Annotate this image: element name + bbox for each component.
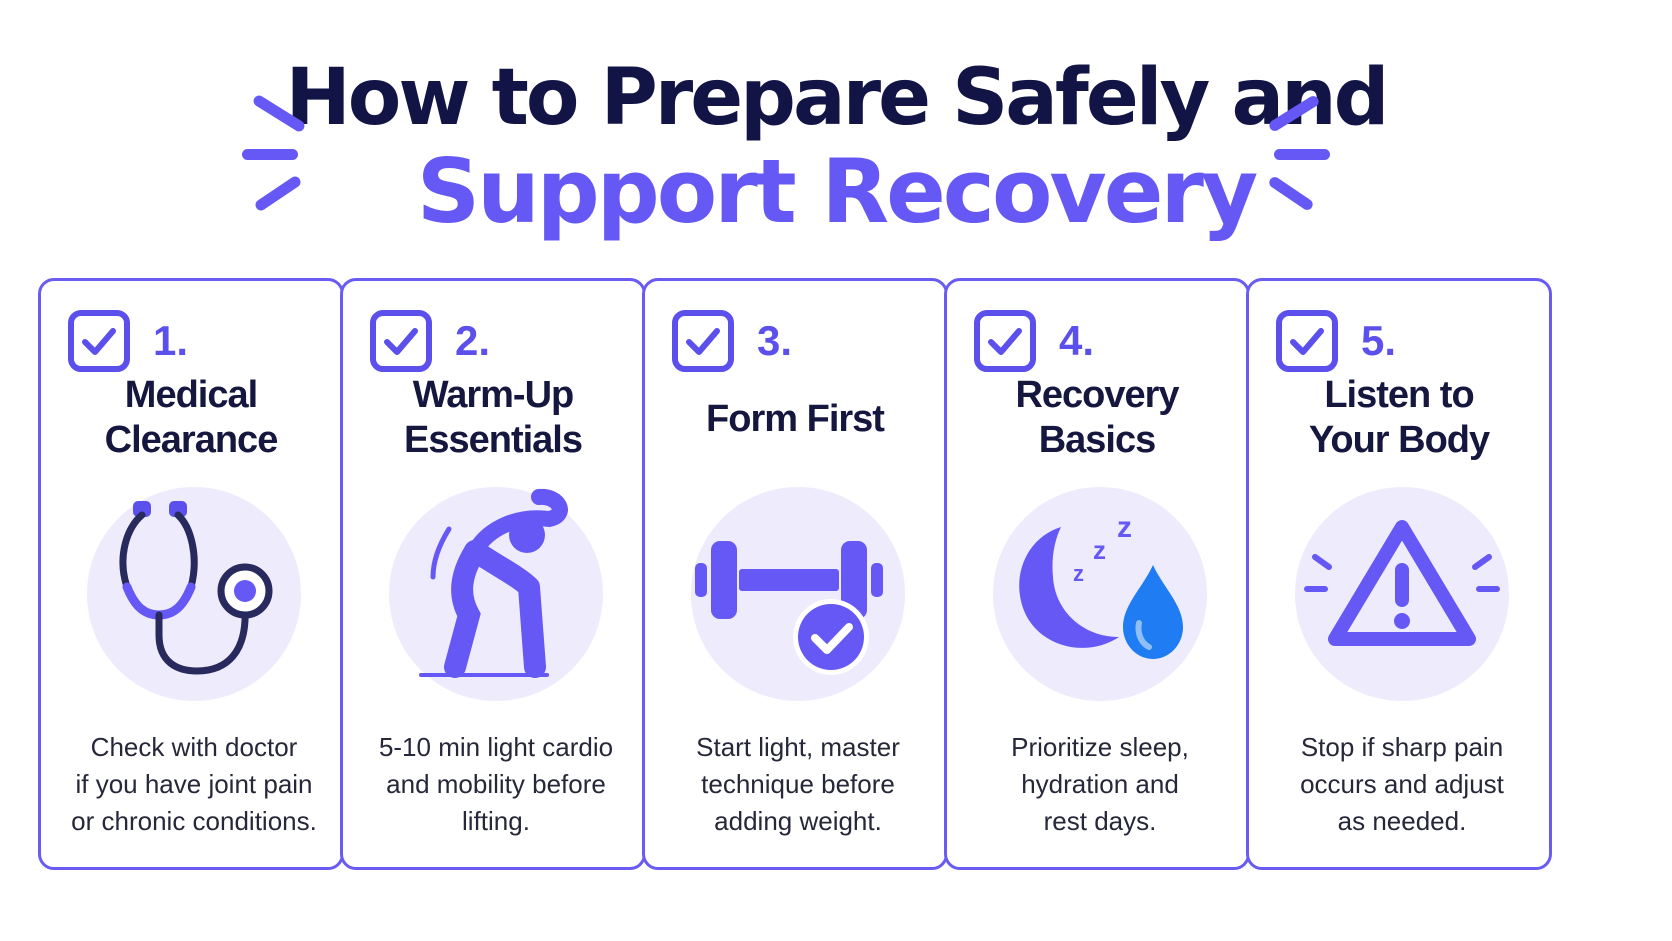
step-title: Listen to Your Body [1249, 373, 1549, 463]
desc-line: occurs and adjust [1300, 769, 1504, 799]
steps-row: 1. Medical Clearance Check with doctor i… [38, 278, 1642, 874]
step-card-2: 2. Warm-Up Essentials 5-10 min light car… [340, 278, 646, 870]
step-number: 1. [153, 317, 189, 364]
step-title-line-1: Warm-Up [412, 374, 574, 416]
step-title-line-1: Form First [706, 398, 885, 440]
desc-line: rest days. [1043, 806, 1157, 836]
step-number: 5. [1361, 317, 1397, 364]
svg-text:z: z [1073, 561, 1084, 586]
step-title-line-2: Basics [1038, 419, 1157, 461]
step-title-line-2: Essentials [404, 419, 583, 461]
step-description: Check with doctor if you have joint pain… [49, 729, 339, 840]
desc-line: adding weight. [714, 806, 882, 836]
stethoscope-icon [119, 501, 273, 675]
checkbox-icon [1276, 310, 1338, 372]
right-burst-decoration [1258, 88, 1338, 218]
desc-line: Check with doctor [90, 732, 298, 762]
step-title: Form First [645, 397, 945, 442]
desc-line: and mobility before [386, 769, 606, 799]
step-card-5: 5. Listen to Your Body Stop if sharp pai… [1246, 278, 1552, 870]
step-title: Recovery Basics [947, 373, 1247, 463]
desc-line: as needed. [1337, 806, 1467, 836]
checkbox-icon [974, 310, 1036, 372]
step-title: Medical Clearance [41, 373, 341, 463]
step-title-line-1: Medical [124, 374, 258, 416]
svg-text:z: z [1093, 535, 1106, 565]
warning-triangle-icon [1304, 520, 1500, 646]
dumbbell-check-icon [695, 541, 883, 675]
desc-line: if you have joint pain [75, 769, 313, 799]
step-card-3: 3. Form First Start light, master techni… [642, 278, 948, 870]
moon-sleep-water-icon: z z z [1019, 511, 1183, 659]
desc-line: Stop if sharp pain [1300, 732, 1504, 762]
step-description: Stop if sharp pain occurs and adjust as … [1257, 729, 1547, 840]
step-description: Prioritize sleep, hydration and rest day… [955, 729, 1245, 840]
title-line-2: Support Recovery [416, 140, 1258, 243]
step-title-line-1: Recovery [1015, 374, 1179, 416]
desc-line: 5-10 min light cardio [378, 732, 614, 762]
page-title: How to Prepare Safely and Support Recove… [0, 52, 1672, 240]
desc-line: or chronic conditions. [71, 806, 317, 836]
step-card-1: 1. Medical Clearance Check with doctor i… [38, 278, 344, 870]
step-description: 5-10 min light cardio and mobility befor… [351, 729, 641, 840]
step-title-line-2: Your Body [1308, 419, 1490, 461]
step-title-line-1: Listen to [1324, 374, 1474, 416]
step-card-4: 4. Recovery Basics z z z Prioritize slee… [944, 278, 1250, 870]
checkbox-icon [68, 310, 130, 372]
left-burst-decoration [236, 88, 316, 218]
desc-line: lifting. [462, 806, 530, 836]
step-title-line-2: Clearance [104, 419, 279, 461]
desc-line: Prioritize sleep, [1011, 732, 1189, 762]
checkbox-icon [672, 310, 734, 372]
desc-line: hydration and [1021, 769, 1179, 799]
title-line-1: How to Prepare Safely and [285, 53, 1389, 143]
step-description: Start light, master technique before add… [653, 729, 943, 840]
desc-line: Start light, master [696, 732, 900, 762]
checkbox-icon [370, 310, 432, 372]
step-title: Warm-Up Essentials [343, 373, 643, 463]
desc-line: technique before [701, 769, 895, 799]
svg-text:z: z [1117, 511, 1132, 544]
step-number: 4. [1059, 317, 1095, 364]
step-number: 2. [455, 317, 491, 364]
step-number: 3. [757, 317, 793, 364]
stretching-person-icon [419, 488, 568, 678]
